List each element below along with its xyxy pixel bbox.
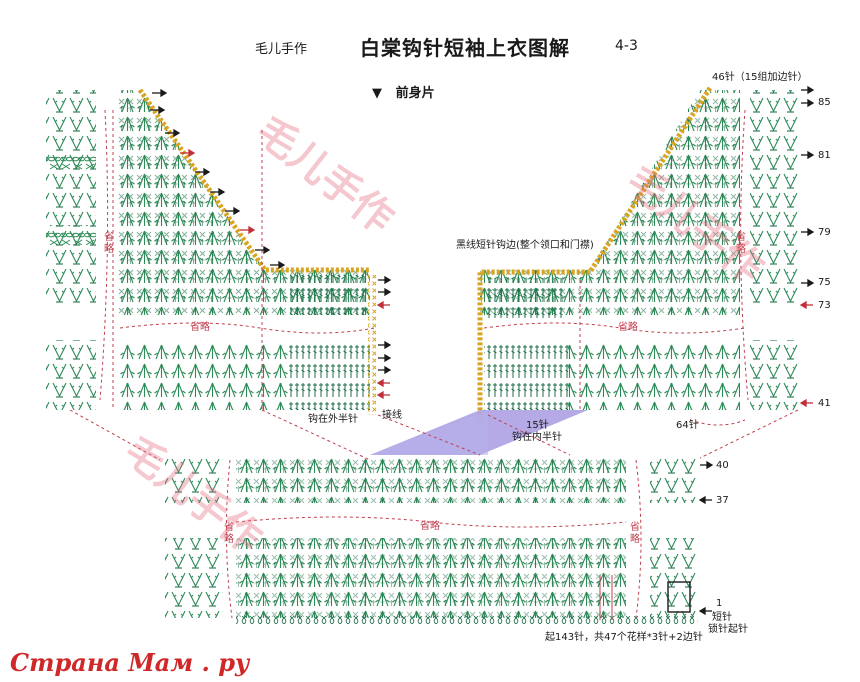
omit-label-right: 省略 — [618, 322, 638, 333]
left-omit-wave — [119, 322, 376, 334]
section-label-text: 前身片 — [395, 86, 435, 101]
left-neckline-arrows — [150, 88, 286, 270]
right-tall-stitches — [484, 278, 564, 318]
omit-label-left: 省略 — [190, 322, 210, 333]
left-edge-column — [46, 90, 96, 305]
body-upper-right-col — [650, 458, 698, 503]
left-body-overlay — [118, 90, 370, 315]
page-title: 白棠钩针短袖上衣图解 — [360, 36, 570, 60]
left-front-panel — [46, 88, 392, 415]
body-lower-left-col — [165, 538, 223, 618]
body-lower-main-x — [236, 538, 626, 618]
row-number-40: 40 — [716, 460, 729, 471]
omit-label-left-vertical: 省略 — [104, 232, 114, 255]
row-number-79: 79 — [818, 227, 831, 238]
row-number-41: 41 — [818, 398, 831, 409]
left-chain-row — [46, 150, 96, 170]
row-number-85: 85 — [818, 97, 831, 108]
omit-label-body-right: 省略 — [630, 522, 640, 545]
body-right-curve — [635, 459, 642, 619]
inner-loop-note: 钩在内半针 — [512, 432, 562, 443]
figure-code: 4-3 — [615, 38, 638, 54]
left-body-lower — [118, 340, 288, 410]
body-left-curve — [225, 459, 233, 619]
left-body-lower-tall — [288, 340, 370, 410]
body-upper-left-col — [165, 458, 223, 503]
top-stitch-note: 46针（15组加边针） — [712, 72, 808, 83]
right-body-lower-tall — [484, 340, 568, 410]
left-chain-row-2 — [46, 225, 96, 245]
right-side-arrows — [799, 85, 815, 408]
brand-label: 毛儿手作 — [255, 42, 308, 57]
omit-label-body: 省略 — [420, 521, 440, 532]
omit-label-body-left: 省略 — [224, 522, 234, 545]
omit-label-right-vertical: 省略 — [736, 232, 746, 255]
right-omit-curve — [740, 109, 749, 401]
body-upper-main-x — [236, 458, 626, 503]
triangle-marker-icon: ▼ — [372, 86, 382, 101]
count-64-note: 64针 — [676, 420, 699, 431]
join-note: 接线 — [382, 410, 402, 421]
right-front-panel — [477, 85, 815, 420]
foundation-chain — [236, 616, 698, 624]
border-note: 黑线短针钩边(整个领口和门襟) — [456, 240, 594, 251]
right-body-lower — [568, 340, 740, 410]
body-panel — [165, 458, 714, 624]
right-edge-column-lower — [750, 340, 800, 410]
left-omit-curve — [99, 109, 109, 401]
row-number-1: 1 — [716, 598, 723, 609]
body-lower-right-col — [650, 538, 698, 618]
section-label: ▼ 前身片 — [372, 82, 435, 101]
row-number-37: 37 — [716, 495, 729, 506]
count-15-note: 15针 — [526, 420, 549, 431]
outer-loop-note: 钩在外半针 — [308, 414, 358, 425]
row-number-75: 75 — [818, 277, 831, 288]
left-edge-column-lower — [46, 340, 96, 410]
footer-logo: Страна Мам . ру — [10, 648, 250, 677]
start-marker-box — [667, 581, 691, 613]
left-tall-stitches — [290, 275, 368, 315]
right-body-overlay — [480, 90, 740, 315]
row-number-81: 81 — [818, 150, 831, 161]
start-marker-lines — [599, 575, 613, 620]
panel-connectors — [69, 409, 799, 461]
left-side-arrows — [376, 275, 392, 400]
join-shaded-left — [370, 410, 488, 455]
foundation-note: 起143针，共47个花样*3针+2边针 — [545, 632, 703, 643]
body-right-arrows — [698, 460, 714, 616]
right-edge-column — [750, 90, 800, 305]
body-omit-wave — [235, 516, 627, 528]
right-omit-wave — [483, 322, 746, 334]
sc-label: 短针 — [712, 612, 732, 623]
row-number-73: 73 — [818, 300, 831, 311]
left-border-dots — [368, 275, 376, 415]
chain-label: 锁针起针 — [708, 624, 748, 635]
